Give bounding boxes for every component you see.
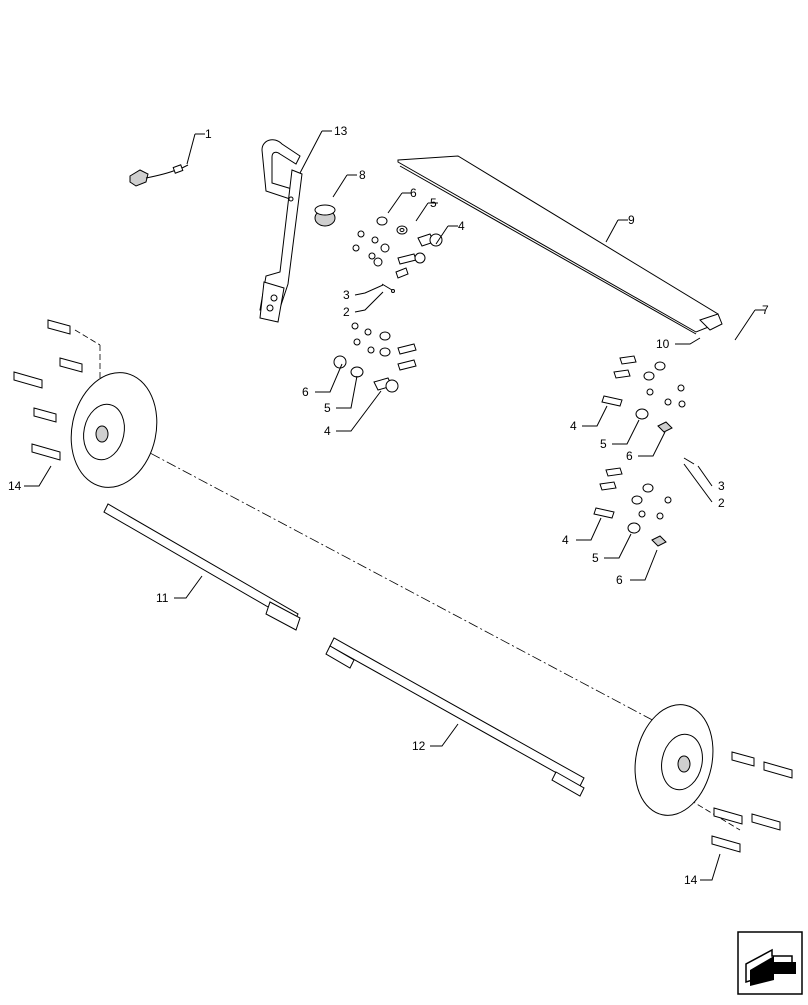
callout-3: 3 (718, 479, 725, 493)
callout-2: 2 (718, 496, 725, 510)
callout-5: 5 (592, 551, 599, 565)
callout-4: 4 (324, 424, 331, 438)
callout-1: 1 (205, 127, 212, 141)
hardware-group-right-lower (593, 467, 672, 547)
callout-6: 6 (626, 449, 633, 463)
callout-12: 12 (412, 739, 426, 753)
callout-7: 7 (762, 303, 769, 317)
next-page-arrow-icon[interactable] (737, 931, 803, 995)
callout-4: 4 (562, 533, 569, 547)
hardware-group-right-upper (601, 355, 695, 465)
shaft-11-part (103, 503, 301, 631)
callout-11: 11 (156, 591, 169, 605)
right-hub-assembly (634, 704, 793, 853)
callout-4: 4 (570, 419, 577, 433)
callout-5: 5 (600, 437, 607, 451)
hardware-group-middle (333, 322, 417, 393)
callout-4: 4 (458, 219, 465, 233)
rail-part (397, 155, 723, 335)
bushing-part (314, 204, 336, 227)
callout-2: 2 (343, 305, 350, 319)
callout-leaders (24, 130, 765, 881)
callout-5: 5 (324, 401, 331, 415)
callout-6: 6 (616, 573, 623, 587)
shaft-12-part (325, 637, 585, 797)
bolt-leader-line (74, 329, 101, 346)
callout-14: 14 (8, 479, 22, 493)
callout-5: 5 (430, 196, 437, 210)
left-hub-assembly (13, 319, 158, 488)
handle-bracket-part (259, 139, 303, 323)
callout-10: 10 (656, 337, 670, 351)
callout-labels: 1 13 8 6 5 4 9 3 2 7 10 6 5 4 4 5 6 3 2 … (8, 124, 769, 887)
callout-6: 6 (302, 385, 309, 399)
sensor-part (129, 164, 189, 187)
hardware-group-top (352, 216, 443, 293)
callout-13: 13 (334, 124, 348, 138)
callout-14: 14 (684, 873, 698, 887)
callout-3: 3 (343, 288, 350, 302)
callout-9: 9 (628, 213, 635, 227)
callout-8: 8 (359, 168, 366, 182)
callout-6: 6 (410, 186, 417, 200)
center-axis-line (134, 444, 691, 741)
